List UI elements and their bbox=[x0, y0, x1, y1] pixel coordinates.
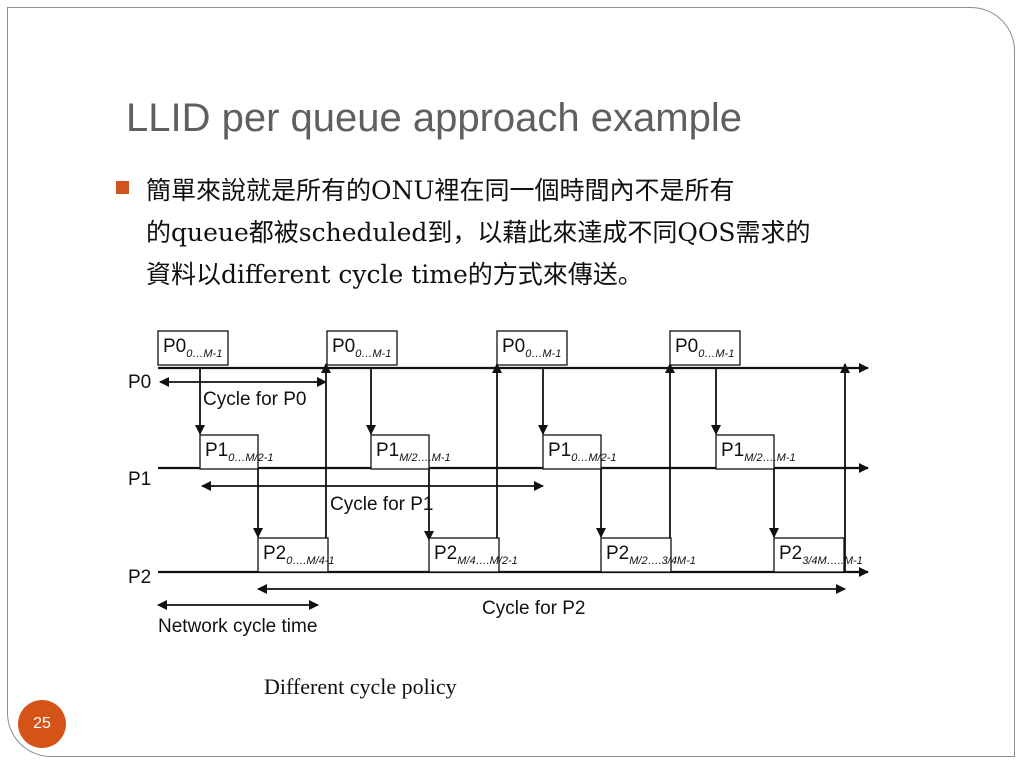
bullet-square-icon bbox=[116, 181, 129, 194]
queue-box: P2M/4….M/2-1 bbox=[428, 537, 518, 573]
queue-box: P23/4M…..M-1 bbox=[773, 537, 863, 573]
queue-box: P00…M-1 bbox=[326, 330, 398, 366]
row-label-p1: P1 bbox=[128, 469, 151, 490]
bullet-list: 簡單來說就是所有的ONU裡在同一個時間內不是所有 的queue都被schedul… bbox=[116, 170, 976, 296]
queue-box: P00…M-1 bbox=[157, 330, 229, 366]
bullet-text: 簡單來說就是所有的ONU裡在同一個時間內不是所有 的queue都被schedul… bbox=[146, 170, 976, 296]
label-cycle-p1: Cycle for P1 bbox=[330, 494, 433, 515]
svg-text:P20….M/4-1: P20….M/4-1 bbox=[263, 543, 335, 567]
diagram-caption: Different cycle policy bbox=[264, 674, 457, 699]
page-number-badge: 25 bbox=[18, 700, 66, 748]
queue-box: P00…M-1 bbox=[669, 330, 741, 366]
svg-text:P1M/2….M-1: P1M/2….M-1 bbox=[376, 440, 451, 464]
label-cycle-p2: Cycle for P2 bbox=[482, 598, 585, 619]
svg-text:P00…M-1: P00…M-1 bbox=[163, 336, 222, 360]
bullet-line-3: 資料以different cycle time的方式來傳送。 bbox=[146, 260, 643, 289]
queue-box: P1M/2….M-1 bbox=[715, 434, 796, 470]
svg-text:P10…M/2-1: P10…M/2-1 bbox=[205, 440, 274, 464]
slide-title: LLID per queue approach example bbox=[126, 96, 742, 140]
svg-text:P2M/4….M/2-1: P2M/4….M/2-1 bbox=[434, 543, 518, 567]
svg-text:P00…M-1: P00…M-1 bbox=[502, 336, 561, 360]
label-cycle-p0: Cycle for P0 bbox=[203, 389, 306, 410]
svg-text:P2M/2….3/4M-1: P2M/2….3/4M-1 bbox=[606, 543, 696, 567]
row-label-p0: P0 bbox=[128, 372, 151, 393]
row-label-p2: P2 bbox=[128, 567, 151, 588]
queue-box: P1M/2….M-1 bbox=[370, 434, 451, 470]
svg-text:P00…M-1: P00…M-1 bbox=[675, 336, 734, 360]
queue-box: P20….M/4-1 bbox=[257, 537, 335, 573]
queue-box: P10…M/2-1 bbox=[542, 434, 617, 470]
queue-box: P00…M-1 bbox=[496, 330, 568, 366]
bullet-line-2: 的queue都被scheduled到，以藉此來達成不同QOS需求的 bbox=[146, 218, 811, 247]
label-network-cycle: Network cycle time bbox=[158, 616, 317, 637]
svg-text:P10…M/2-1: P10…M/2-1 bbox=[548, 440, 617, 464]
bullet-line-1: 簡單來說就是所有的ONU裡在同一個時間內不是所有 bbox=[146, 176, 735, 205]
svg-text:P1M/2….M-1: P1M/2….M-1 bbox=[721, 440, 796, 464]
queue-box: P10…M/2-1 bbox=[199, 434, 274, 470]
queue-box: P2M/2….3/4M-1 bbox=[600, 537, 696, 573]
svg-text:P00…M-1: P00…M-1 bbox=[332, 336, 391, 360]
svg-text:P23/4M…..M-1: P23/4M…..M-1 bbox=[779, 543, 863, 567]
